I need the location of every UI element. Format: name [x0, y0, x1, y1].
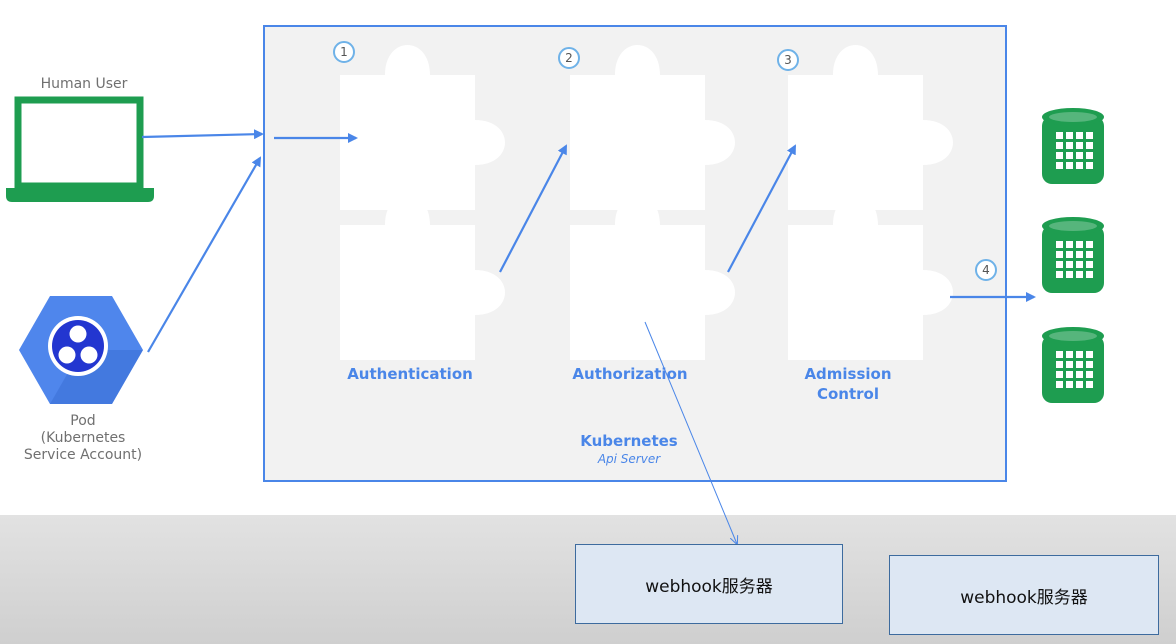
pod-label: Pod (Kubernetes Service Account) — [23, 413, 143, 463]
human-user-label: Human User — [40, 76, 128, 92]
webhook-server-label: webhook服务器 — [645, 576, 773, 597]
authz-to-admission-arrow — [727, 144, 796, 273]
server-subtitle: Api Server — [597, 452, 661, 466]
authz-to-webhook-arrow — [644, 321, 737, 544]
pod-to-server-arrow — [147, 156, 261, 353]
step-number-3: 3 — [777, 49, 799, 71]
authn-to-authz-arrow — [499, 144, 567, 273]
webhook-server-box: webhook服务器 — [575, 544, 843, 624]
database-icon — [1042, 217, 1104, 293]
step-number-4: 4 — [975, 259, 997, 281]
database-icon — [1042, 108, 1104, 184]
webhook-server-box: webhook服务器 — [889, 555, 1159, 635]
laptop-icon — [6, 96, 154, 202]
admission-control-label: Admission Control — [804, 365, 892, 403]
database-icon — [1042, 327, 1104, 403]
step-number-2: 2 — [558, 47, 580, 69]
server-title: Kubernetes — [580, 432, 678, 450]
authorization-label: Authorization — [572, 365, 688, 383]
authentication-label: Authentication — [347, 365, 473, 383]
user-to-server-arrow — [141, 129, 264, 140]
step-number-1: 1 — [333, 41, 355, 63]
webhook-server-label: webhook服务器 — [960, 587, 1088, 608]
pod-hexagon-icon — [19, 296, 143, 404]
